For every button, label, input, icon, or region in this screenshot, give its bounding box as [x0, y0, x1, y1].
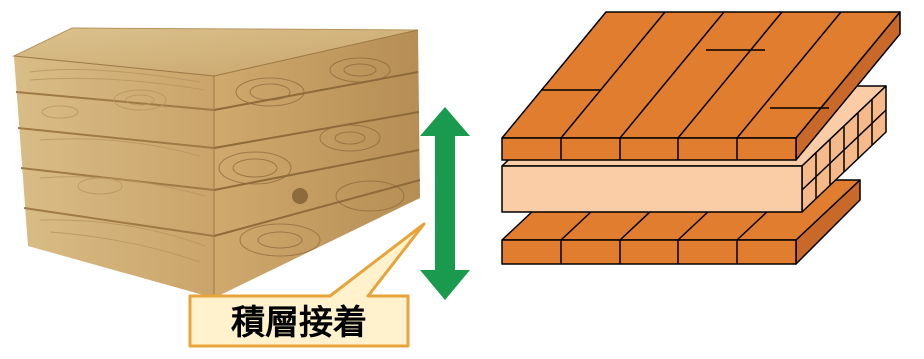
- wood-block-side-grain: [218, 57, 405, 257]
- callout-label: 積層接着: [231, 303, 367, 343]
- top-lamina-layer: [501, 11, 901, 161]
- wood-block-front-face: [14, 56, 214, 298]
- wood-block-front-grain: [29, 69, 206, 263]
- callout-bubble: 積層接着: [188, 222, 426, 348]
- callout-box: [188, 222, 426, 348]
- clt-wood-block-image: [12, 27, 421, 298]
- wood-block-edges: [13, 29, 419, 298]
- middle-layer-front: [501, 165, 803, 213]
- wood-block-side-face: [214, 30, 420, 298]
- clt-layer-diagram: [501, 11, 901, 265]
- bottom-layer-front: [501, 239, 797, 265]
- top-layer-front: [501, 137, 797, 161]
- double-headed-arrow-icon: [420, 107, 470, 300]
